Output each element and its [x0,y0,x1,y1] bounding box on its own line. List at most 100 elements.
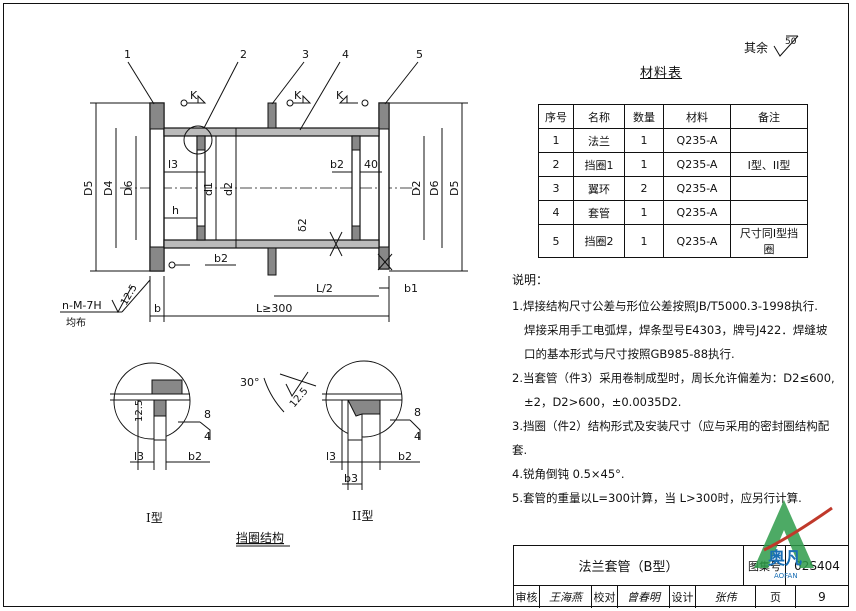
dim-D5-right: D5 [448,181,461,196]
detail2-roughness: 12.5 [288,386,311,410]
detail2-l3: l3 [326,450,336,463]
page-number: 9 [818,590,826,604]
note-continuation: 口的基本形式与尺寸按照GB985-88执行. [524,347,735,361]
dim-L-half: L/2 [316,282,333,295]
cell: 4 [538,200,574,225]
drawing-frame [3,3,849,607]
cell: 1 [624,128,664,153]
table-row: 5 挡圈2 1 Q235-A 尺寸同I型挡圈 [538,224,808,258]
check-label: 校对 [592,586,618,608]
dim-D2: D2 [410,181,423,196]
detail1-roughness: 12.5 [134,400,145,422]
cell: Q235-A [663,128,731,153]
aofan-logo: 奥凡 AOFAN [754,500,833,580]
cell [730,176,808,201]
dim-b1: b1 [404,282,418,295]
cell: 1 [624,200,664,225]
note-continuation: 焊接采用手工电弧焊，焊条型号E4303，牌号J422．焊缝坡 [524,323,828,337]
page-label: 页 [756,586,796,608]
note-item: 1.焊接结构尺寸公差与形位公差按照JB/T5000.3-1998执行. [512,299,818,313]
title-block: 法兰套管（B型） 图集号 02S404 审核 王海燕 校对 曾春明 设计 张伟 … [513,545,849,608]
part-label-2: 2 [240,48,247,61]
cell: 挡圈2 [573,224,625,258]
cell: 1 [538,128,574,153]
cell: 1 [624,152,664,177]
cell: 尺寸同I型挡圈 [730,224,808,258]
detail2-angle: 30° [240,376,260,389]
cell: Q235-A [663,224,731,258]
header-cell: 名称 [573,104,625,129]
detail2-weld-8: 8 [414,406,421,419]
dim-b2: b2 [330,158,344,171]
materials-title: 材料表 [640,66,683,81]
table-row: 2 挡圈1 1 Q235-A I型、II型 [538,152,808,177]
cell: 挡圈1 [573,152,625,177]
weld-symbol-k: K [294,89,302,102]
note-item: 5.套管的重量以L=300计算，当 L>300时，应另行计算. [512,491,802,505]
note-item: 3.挡圈（件2）结构形式及安装尺寸（应与采用的密封圈结构配套. [512,419,830,457]
table-row: 1 法兰 1 Q235-A [538,128,808,153]
table-row: 3 翼环 2 Q235-A [538,176,808,201]
cell: Q235-A [663,152,731,177]
part-label-1: 1 [124,48,131,61]
detail1-weld-4: 4 [204,430,211,443]
dim-40: 40 [364,158,378,171]
cell: 2 [538,152,574,177]
table-header-row: 序号 名称 数量 材料 备注 [538,104,808,129]
dim-delta2: δ2 [296,218,309,232]
designer-signature: 张伟 [696,586,756,608]
cell: 1 [624,224,664,258]
detail2-b3: b3 [344,472,358,485]
checker-signature: 曾春明 [618,586,670,608]
cell: 套管 [573,200,625,225]
dim-h: h [172,204,179,217]
part-label-3: 3 [302,48,309,61]
header-cell: 备注 [730,104,808,129]
thread-even: 均布 [66,317,86,329]
note-item: 4.锐角倒钝 0.5×45°. [512,467,625,481]
cell: 3 [538,176,574,201]
header-cell: 材料 [663,104,731,129]
roughness-value: 50 [785,37,797,47]
dim-D5-left: D5 [82,181,95,196]
roughness-note: 其余 50 [744,34,800,58]
dim-L: L≥300 [256,302,292,315]
thread-spec: n-M-7H [62,299,102,312]
design-label: 设计 [670,586,696,608]
dim-l3: l3 [168,158,178,171]
cell: Q235-A [663,200,731,225]
dim-D4: D4 [102,181,115,196]
dim-d1: d1 [202,182,215,196]
header-cell: 数量 [624,104,664,129]
logo-subtext: AOFAN [774,572,798,580]
dim-b: b [154,302,161,315]
detail-title: 挡圈结构 [236,530,284,545]
cell: 翼环 [573,176,625,201]
roughness-symbol-icon: 50 [773,35,799,57]
cell [730,200,808,225]
detail1-label: I型 [146,511,163,525]
detail2-b2: b2 [398,450,412,463]
dim-b2-bottom: b2 [214,252,228,265]
detail2-weld-4: 4 [414,430,421,443]
flange-sleeve-drawing: 1 2 3 4 5 K K K D5 D4 D6 d1 d2 D2 D6 D5 … [60,48,468,547]
header-cell: 序号 [538,104,574,129]
detail1-l3: l3 [134,450,144,463]
materials-table: 序号 名称 数量 材料 备注 1 法兰 1 Q235-A 2 挡圈1 1 Q23… [538,104,808,258]
reviewer-signature: 王海燕 [540,586,592,608]
weld-symbol-k: K [190,89,198,102]
detail2-label: II型 [352,509,373,523]
part-label-4: 4 [342,48,349,61]
notes-heading: 说明： [512,273,549,287]
detail1-b2: b2 [188,450,202,463]
review-label: 审核 [514,586,540,608]
weld-symbol-k: K [336,89,344,102]
roughness-prefix: 其余 [744,41,769,55]
cell: I型、II型 [730,152,808,177]
note-continuation: ±2，D2>600，±0.0035D2. [524,395,682,409]
cell: Q235-A [663,176,731,201]
cell: 法兰 [573,128,625,153]
dim-D6-right: D6 [428,181,441,196]
dim-d2: d2 [222,182,235,196]
part-label-5: 5 [416,48,423,61]
